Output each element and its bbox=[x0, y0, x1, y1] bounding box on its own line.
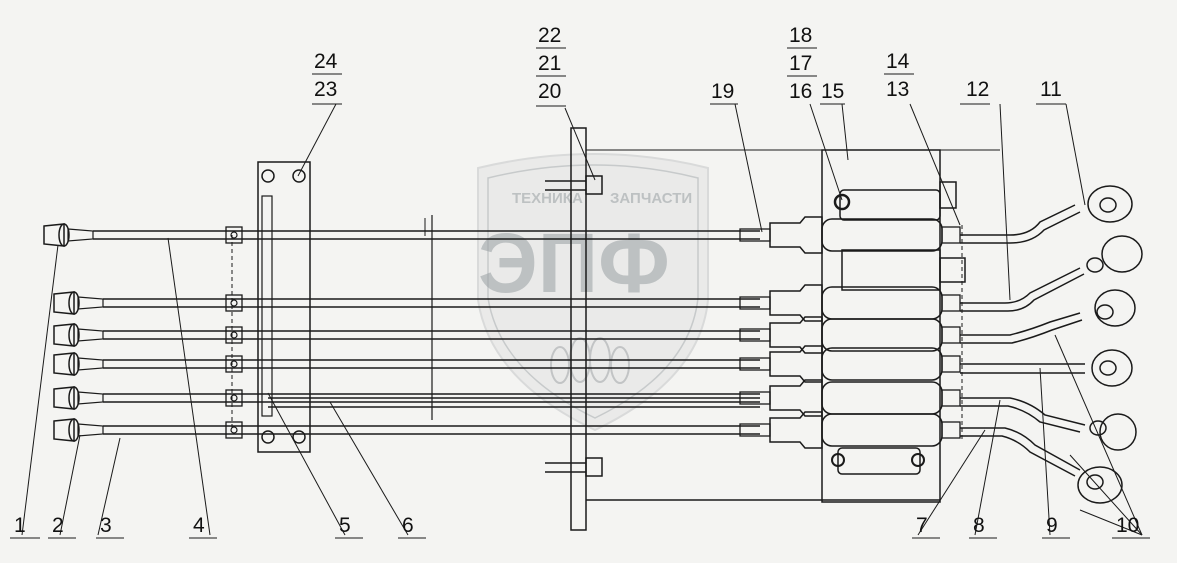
callout-4: 4 bbox=[193, 514, 205, 537]
callout-17: 17 bbox=[789, 52, 812, 75]
watermark-text-right: ЗАПЧАСТИ bbox=[610, 190, 692, 207]
bottom-callouts: 1 2 3 4 5 6 7 8 9 10 bbox=[10, 514, 1150, 539]
rod-ferrule bbox=[77, 328, 104, 342]
rod-clevis bbox=[225, 421, 243, 439]
callout-8: 8 bbox=[973, 514, 985, 537]
callout-7: 7 bbox=[916, 514, 928, 537]
callout-19: 19 bbox=[711, 80, 734, 103]
callout-9: 9 bbox=[1046, 514, 1058, 537]
callout-16: 16 bbox=[789, 80, 812, 103]
callout-6: 6 bbox=[402, 514, 414, 537]
rod-clevis-pin bbox=[230, 299, 238, 307]
valve-section-outlet bbox=[941, 226, 961, 244]
callout-stack-14-13: 14 13 bbox=[884, 50, 914, 101]
callout-23: 23 bbox=[314, 78, 337, 101]
watermark-text-left: ТЕХНИКА bbox=[512, 190, 583, 207]
valve-spool-cap bbox=[769, 345, 823, 383]
valve-section-outlet bbox=[941, 294, 961, 312]
rod-clevis bbox=[225, 294, 243, 312]
valve-section bbox=[821, 381, 943, 415]
callout-stack-18-17-16: 18 17 16 bbox=[787, 24, 817, 103]
rod-knob-end bbox=[68, 386, 80, 410]
rod-clevis bbox=[225, 355, 243, 373]
rod-clevis-pin bbox=[230, 331, 238, 339]
leader-lines bbox=[21, 103, 1143, 536]
rod-ferrule bbox=[77, 423, 104, 437]
rod-ferrule bbox=[67, 228, 94, 242]
valve-spool-cap bbox=[769, 411, 823, 449]
callout-18: 18 bbox=[789, 24, 812, 47]
valve-section bbox=[821, 218, 943, 252]
rod-ferrule bbox=[77, 357, 104, 371]
valve-section bbox=[821, 286, 943, 320]
rod-knob-end bbox=[68, 323, 80, 347]
valve-section bbox=[821, 413, 943, 447]
callout-24: 24 bbox=[314, 50, 338, 73]
callout-13: 13 bbox=[886, 78, 909, 101]
callout-5: 5 bbox=[339, 514, 351, 537]
valve-spool-cap bbox=[769, 379, 823, 417]
callout-20: 20 bbox=[538, 80, 561, 103]
valve-section-outlet bbox=[941, 389, 961, 407]
rod-clevis-pin bbox=[230, 360, 238, 368]
central-partition-plate bbox=[424, 127, 1000, 531]
callout-11: 11 bbox=[1040, 78, 1062, 101]
rod-knob-end bbox=[68, 352, 80, 376]
watermark: ТЕХНИКА ЗАПЧАСТИ ЭПФ bbox=[477, 153, 709, 432]
rod-knob-end bbox=[68, 291, 80, 315]
rod-clevis-pin bbox=[230, 231, 238, 239]
rod-ferrule bbox=[77, 391, 104, 405]
valve-section-outlet bbox=[941, 326, 961, 344]
rod-clevis-pin bbox=[230, 426, 238, 434]
valve-section bbox=[821, 347, 943, 381]
callout-1: 1 bbox=[14, 514, 26, 537]
callout-14: 14 bbox=[886, 50, 910, 73]
callout-15: 15 bbox=[821, 80, 844, 103]
callout-10: 10 bbox=[1116, 514, 1139, 537]
callout-22: 22 bbox=[538, 24, 561, 47]
lower-shaft bbox=[268, 397, 760, 408]
valve-section-outlet bbox=[941, 421, 961, 439]
lever-handles bbox=[960, 185, 1143, 504]
valve-spool-cap bbox=[769, 316, 823, 354]
valve-section-outlet bbox=[941, 355, 961, 373]
rod-clevis bbox=[225, 226, 243, 244]
control-rods bbox=[43, 216, 963, 449]
valve-section bbox=[821, 318, 943, 352]
callout-21: 21 bbox=[538, 52, 561, 75]
valve-spool-cap bbox=[769, 216, 823, 254]
callout-2: 2 bbox=[52, 514, 64, 537]
callout-3: 3 bbox=[100, 514, 112, 537]
rod-knob-end bbox=[58, 223, 70, 247]
callout-12: 12 bbox=[966, 78, 989, 101]
callout-stack-24-23: 24 23 bbox=[312, 50, 342, 105]
valve-spool-cap bbox=[769, 284, 823, 322]
rod-ferrule bbox=[77, 296, 104, 310]
rod-clevis-pin bbox=[230, 394, 238, 402]
watermark-logo-text: ЭПФ bbox=[478, 216, 670, 310]
rod-clevis bbox=[225, 326, 243, 344]
callout-stack-22-21-20: 22 21 20 bbox=[536, 24, 566, 107]
valve-block-housing bbox=[821, 149, 966, 503]
rod-clevis bbox=[225, 389, 243, 407]
rod-knob-end bbox=[68, 418, 80, 442]
